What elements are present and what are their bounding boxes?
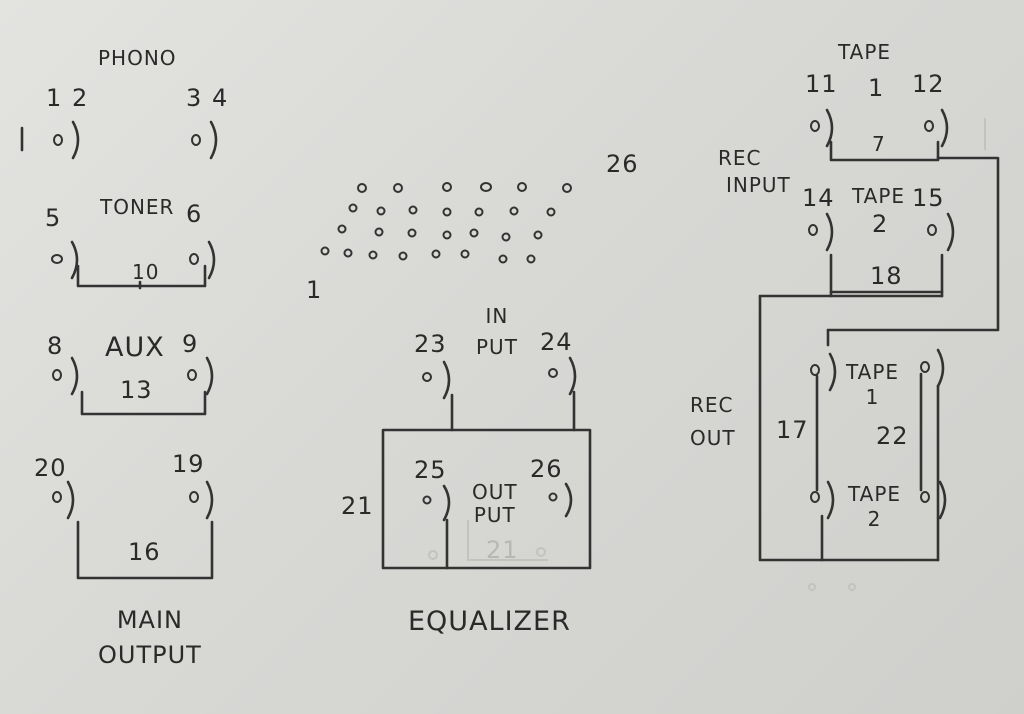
number-22: 22 (876, 422, 909, 450)
number-14: 14 (802, 184, 835, 212)
number-25: 25 (414, 456, 447, 484)
number-1: 1 (46, 84, 63, 112)
tape-2-top-label: TAPE (852, 184, 906, 208)
number-10: 10 (132, 260, 160, 284)
number-26-connector: 26 (606, 150, 639, 178)
number-19: 19 (172, 450, 205, 478)
eq-output-line-1: OUT (472, 480, 518, 504)
number-16: 16 (128, 538, 161, 566)
tape-1-loop-line-2: 1 (865, 385, 880, 409)
number-15: 15 (912, 184, 945, 212)
phono-jacks (20, 120, 218, 160)
main-output-line-2: OUTPUT (98, 641, 202, 670)
number-18: 18 (870, 262, 903, 290)
number-21: 21 (341, 492, 374, 520)
eq-output-line-2: PUT (473, 503, 516, 527)
tape-1-loop-line-1: TAPE (846, 360, 900, 384)
rec-out-line-2: OUT (690, 426, 736, 450)
main-output-line-1: MAIN (116, 606, 183, 634)
number-11: 11 (805, 70, 838, 98)
rec-input-line-1: REC (718, 146, 762, 170)
number-21-faint: 21 (486, 536, 519, 564)
eq-input-label: IN PUT (476, 306, 518, 358)
rec-out-line-1: REC (690, 393, 734, 417)
number-4: 4 (212, 84, 229, 112)
rec-input-label: REC INPUT (718, 148, 791, 196)
number-3: 3 (186, 84, 203, 112)
main-output-label: MAIN OUTPUT (98, 606, 202, 670)
eq-input-line-2: PUT (476, 335, 518, 359)
aux-label: AUX (105, 332, 165, 363)
number-tape-1: 1 (868, 74, 885, 102)
tape-2-loop-label: TAPE 2 (848, 484, 901, 530)
eq-output-label: OUT PUT (472, 482, 518, 526)
number-2: 2 (72, 84, 89, 112)
number-7: 7 (872, 132, 886, 156)
eq-input-line-1: IN (485, 304, 509, 328)
equalizer-loop (381, 356, 592, 570)
tape-label: TAPE (838, 40, 892, 64)
number-20: 20 (34, 454, 67, 482)
aux-loop (52, 356, 214, 416)
tape-1-loop-label: TAPE 1 (846, 362, 899, 408)
tape-2-loop-line-1: TAPE (848, 482, 902, 506)
number-26: 26 (530, 455, 563, 483)
number-1-connector: 1 (306, 276, 323, 304)
rec-input-line-2: INPUT (726, 173, 791, 197)
toner-label: TONER (100, 195, 175, 219)
phono-label: PHONO (98, 46, 177, 70)
connector-pin-grid (320, 182, 572, 264)
number-6: 6 (186, 200, 203, 228)
rec-out-label: REC OUT (690, 395, 736, 449)
number-24: 24 (540, 328, 573, 356)
main-output-loop (52, 480, 214, 580)
number-12: 12 (912, 70, 945, 98)
number-9: 9 (182, 330, 199, 358)
tape-section (758, 108, 1000, 591)
tape-2-loop-line-2: 2 (867, 507, 882, 531)
number-17: 17 (776, 416, 809, 444)
number-8: 8 (47, 332, 64, 360)
number-5: 5 (45, 204, 62, 232)
number-13: 13 (120, 376, 153, 404)
equalizer-label: EQUALIZER (408, 606, 571, 637)
number-tape-2: 2 (872, 210, 889, 238)
toner-loop (51, 240, 216, 290)
number-23: 23 (414, 330, 447, 358)
